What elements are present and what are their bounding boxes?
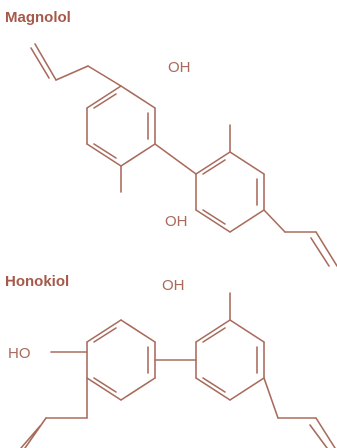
bond: [229, 209, 265, 233]
bond: [195, 209, 231, 233]
honokiol-substituents: [20, 292, 336, 448]
double-bond-inner: [309, 424, 328, 448]
bond: [55, 65, 89, 81]
bond: [263, 377, 279, 419]
bond: [87, 65, 122, 87]
bond: [229, 151, 265, 175]
honokiol-ring-left: [86, 319, 156, 401]
bond: [195, 319, 231, 343]
atom-label-oh: OH: [162, 277, 185, 294]
double-bond-inner: [93, 93, 117, 109]
magnolol-ring-right: [195, 151, 265, 233]
double-bond-inner: [20, 425, 41, 448]
double-bond-inner: [93, 327, 117, 343]
biaryl-bond: [154, 143, 197, 175]
bond: [229, 319, 265, 343]
double-bond-inner: [202, 159, 226, 175]
double-bond-inner: [93, 377, 117, 393]
bond: [120, 377, 156, 401]
double-bond: [24, 417, 47, 448]
double-bond: [315, 231, 337, 267]
double-bond: [34, 43, 57, 81]
double-bond: [315, 417, 336, 448]
double-bond-inner: [202, 377, 226, 393]
bond: [86, 319, 122, 343]
atom-label-ho: HO: [8, 345, 31, 362]
bond: [195, 151, 231, 175]
bond: [86, 143, 122, 167]
atom-labels: OH OH OH HO: [8, 59, 191, 362]
bond-lines: [20, 43, 337, 448]
double-bond-inner: [202, 327, 226, 343]
molecule-title-magnolol: Magnolol: [5, 9, 71, 26]
bond: [263, 209, 286, 233]
double-bond-inner: [310, 237, 330, 267]
double-bond-inner: [202, 209, 226, 225]
bond: [86, 377, 122, 401]
bond: [120, 319, 156, 343]
double-bond-inner: [30, 47, 50, 79]
molecule-title-honokiol: Honokiol: [5, 273, 70, 290]
atom-label-oh: OH: [168, 59, 191, 76]
honokiol-ring-right: [195, 319, 265, 401]
bond: [120, 143, 156, 167]
magnolol-substituents: [30, 43, 337, 267]
bond: [229, 377, 265, 401]
double-bond-inner: [93, 143, 117, 159]
magnolol-ring-left: [86, 85, 156, 167]
bond: [120, 85, 156, 109]
bond: [86, 85, 122, 109]
bond: [195, 377, 231, 401]
atom-label-oh: OH: [165, 213, 188, 230]
